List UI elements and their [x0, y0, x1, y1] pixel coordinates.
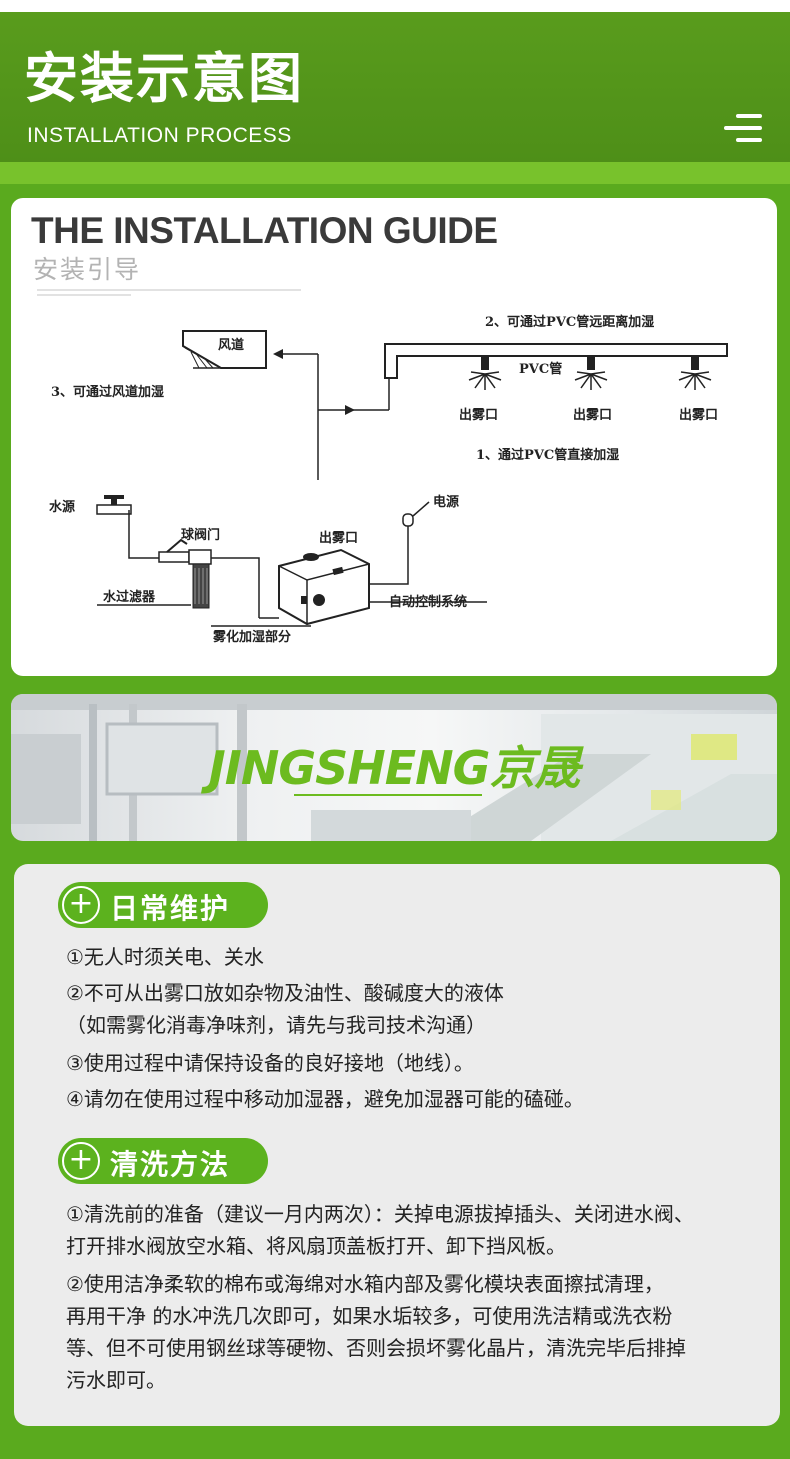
cleaning-item: 污水即可。 — [66, 1368, 166, 1392]
label-pvc-pipe: PVC管 — [519, 361, 562, 377]
maintenance-title: 日常维护 — [110, 892, 231, 925]
water-filter-icon — [188, 549, 212, 609]
label-outlet-3: 出雾口 — [679, 407, 718, 423]
page-subtitle: INSTALLATION PROCESS — [27, 124, 292, 147]
ball-valve-icon — [158, 538, 190, 563]
page-header: 安装示意图 INSTALLATION PROCESS — [0, 0, 790, 162]
care-info-card: + 日常维护 ①无人时须关电、关水 ②不可从出雾口放如杂物及油性、酸碱度大的液体… — [14, 864, 780, 1426]
plus-icon: + — [62, 1142, 100, 1180]
humidifier-machine-icon — [278, 548, 370, 626]
brand-logo-text: JINGSHENG京晟 — [208, 741, 581, 795]
cleaning-item: 等、但不可使用钢丝球等硬物、否则会损坏雾化晶片，清洗完毕后排掉 — [66, 1336, 686, 1360]
cleaning-header: + 清洗方法 — [58, 1138, 268, 1184]
label-ball-valve: 球阀门 — [181, 527, 220, 543]
installation-diagram: 风道 2、可通过PVC管远距离加湿 PVC管 出雾口 出雾口 出雾口 1、通过P… — [37, 289, 728, 645]
label-control-system: 自动控制系统 — [389, 594, 467, 610]
plus-icon: + — [62, 886, 100, 924]
label-outlet-2: 出雾口 — [573, 407, 612, 423]
cleaning-item: 再用干净 的水冲洗几次即可，如果水垢较多，可使用洗洁精或洗衣粉 — [66, 1304, 673, 1328]
nozzle-icon — [678, 356, 712, 390]
maintenance-item: （如需雾化消毒净味剂，请先与我司技术沟通） — [66, 1013, 486, 1037]
label-option2: 2、可通过PVC管远距离加湿 — [485, 314, 654, 330]
brand-banner: JINGSHENG京晟 — [11, 694, 777, 841]
nozzle-icon — [468, 356, 502, 390]
label-water-source: 水源 — [49, 499, 75, 515]
top-strip — [0, 0, 790, 12]
menu-icon[interactable] — [724, 114, 762, 142]
brand-underline — [294, 794, 482, 796]
label-power: 电源 — [433, 494, 459, 510]
maintenance-item: ②不可从出雾口放如杂物及油性、酸碱度大的液体 — [66, 981, 504, 1005]
guide-title: THE INSTALLATION GUIDE — [31, 210, 498, 251]
label-humidifier-part: 雾化加湿部分 — [212, 629, 291, 645]
water-faucet-icon — [96, 495, 132, 515]
label-water-filter: 水过滤器 — [103, 589, 156, 605]
factory-background — [11, 694, 777, 841]
label-option3: 3、可通过风道加湿 — [51, 384, 164, 400]
maintenance-item: ④请勿在使用过程中移动加湿器，避免加湿器可能的磕碰。 — [66, 1087, 584, 1111]
installation-guide-card: THE INSTALLATION GUIDE 安装引导 风道 — [11, 198, 777, 676]
guide-subtitle: 安装引导 — [33, 255, 142, 284]
label-option1: 1、通过PVC管直接加湿 — [476, 447, 619, 463]
cleaning-title: 清洗方法 — [110, 1148, 231, 1181]
label-machine-outlet: 出雾口 — [319, 530, 358, 546]
green-band — [0, 162, 790, 184]
cleaning-item: ①清洗前的准备（建议一月内两次）：关掉电源拔掉插头、关闭进水阀、 — [66, 1202, 694, 1226]
power-plug-icon — [402, 513, 414, 527]
maintenance-item: ③使用过程中请保持设备的良好接地（地线）。 — [66, 1051, 474, 1075]
air-duct-icon — [182, 330, 267, 369]
label-outlet-1: 出雾口 — [459, 407, 498, 423]
nozzle-icon — [574, 356, 608, 390]
maintenance-item: ①无人时须关电、关水 — [66, 945, 264, 969]
label-air-duct: 风道 — [218, 337, 244, 353]
cleaning-item: ②使用洁净柔软的棉布或海绵对水箱内部及雾化模块表面擦拭清理， — [66, 1272, 664, 1296]
page-title: 安装示意图 — [24, 47, 304, 110]
cleaning-item: 打开排水阀放空水箱、将风扇顶盖板打开、卸下挡风板。 — [66, 1234, 566, 1258]
maintenance-header: + 日常维护 — [58, 882, 268, 928]
